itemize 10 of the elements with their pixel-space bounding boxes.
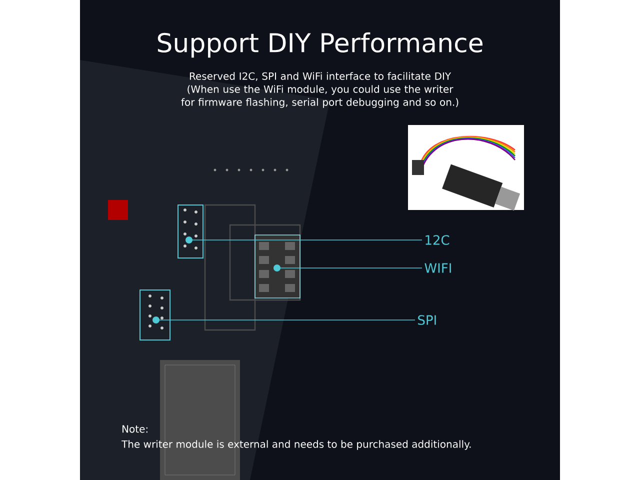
leader-line	[152, 316, 416, 324]
note-text: The writer module is external and needs to be purchased additionally.	[122, 440, 471, 450]
callout-label: SPI	[418, 315, 436, 325]
description-text: Reserved I2C, SPI and WiFi interface to facilitate DIY (When use the WiFi module, you could use the writer for firmware flashing, serial port debugging and so on.)	[181, 72, 458, 108]
note-heading: Note:	[122, 425, 148, 433]
title: Support DIY Performance	[158, 32, 482, 58]
leader-line	[274, 264, 422, 272]
callout-label: 12C	[426, 235, 450, 245]
leader-line	[186, 236, 422, 244]
callout-label: WIFI	[424, 263, 451, 273]
